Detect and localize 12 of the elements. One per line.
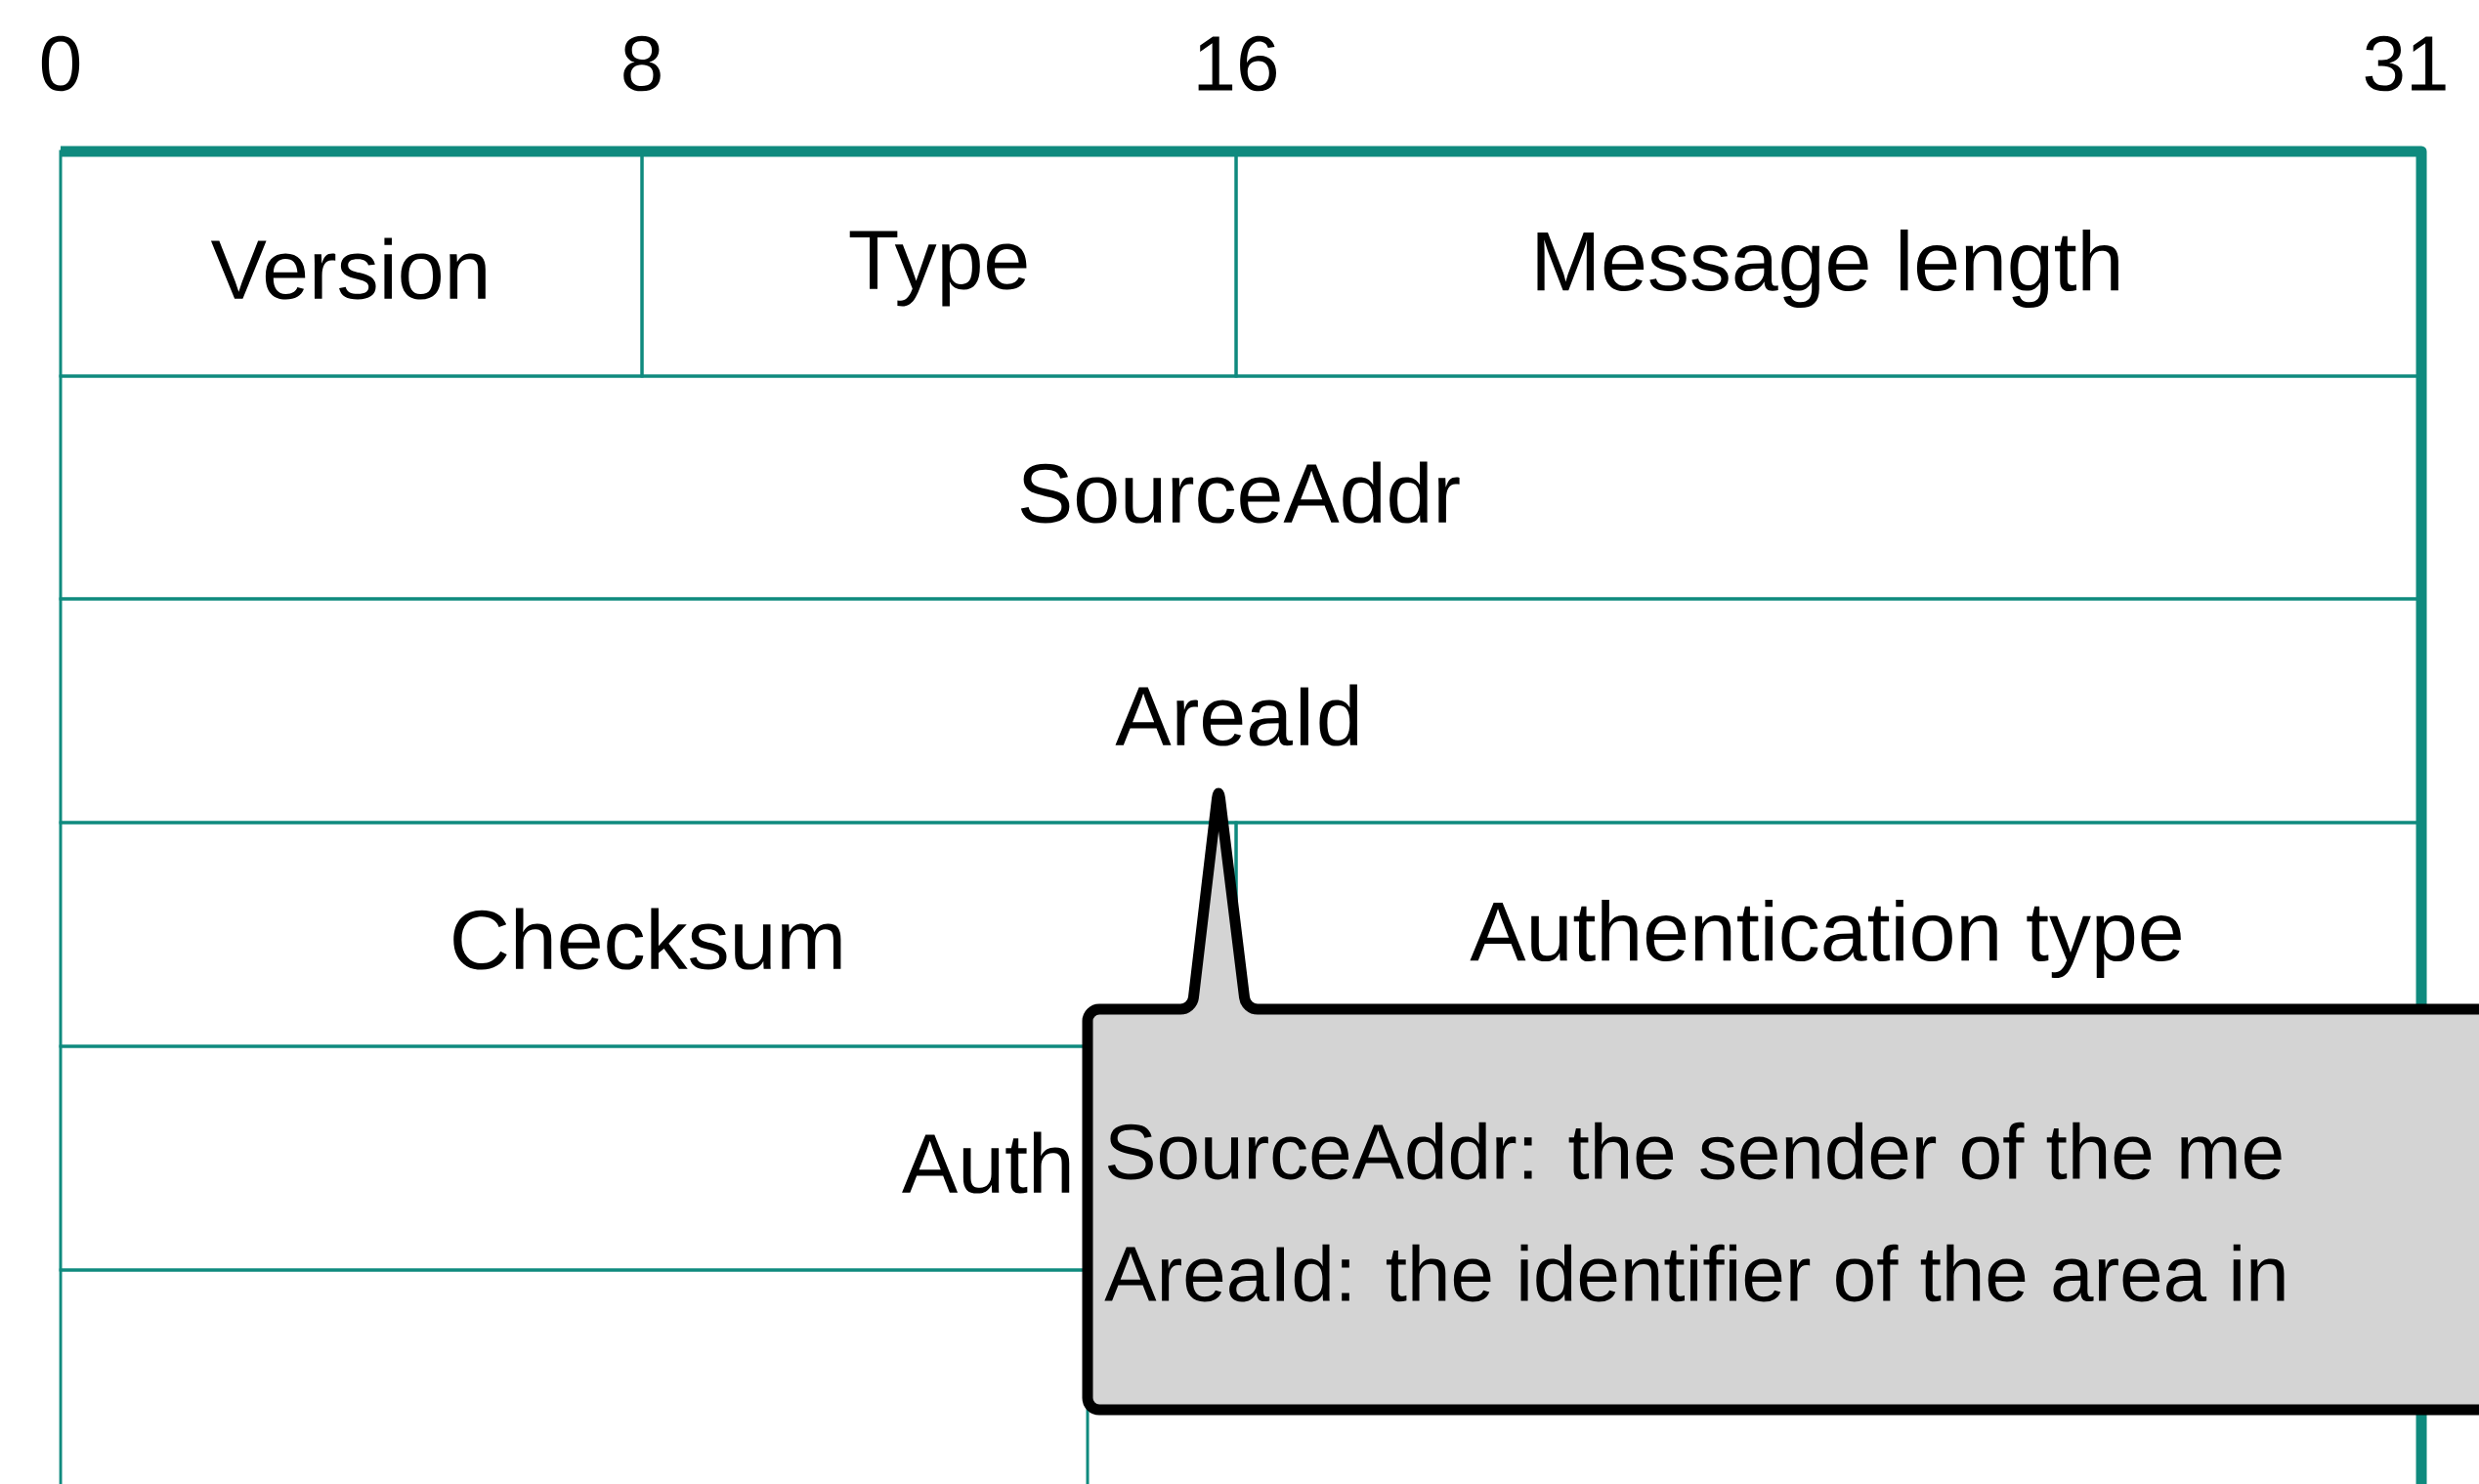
field-cell: Checksum [59,821,1238,1048]
field-cell: Auth [59,1044,1090,1272]
field-cell: Type [640,149,1238,378]
field-cell: AreaId [59,597,2420,825]
empty-cell [59,1268,1090,1484]
field-cell: Message length [1234,149,2420,378]
bit-number: 0 [41,35,80,92]
bit-number: 16 [1198,35,1276,92]
field-cell: Version [59,149,644,378]
bit-number: 8 [623,35,661,92]
field-cell: SourceAddr [59,374,2420,601]
bit-number: 31 [2365,35,2446,92]
